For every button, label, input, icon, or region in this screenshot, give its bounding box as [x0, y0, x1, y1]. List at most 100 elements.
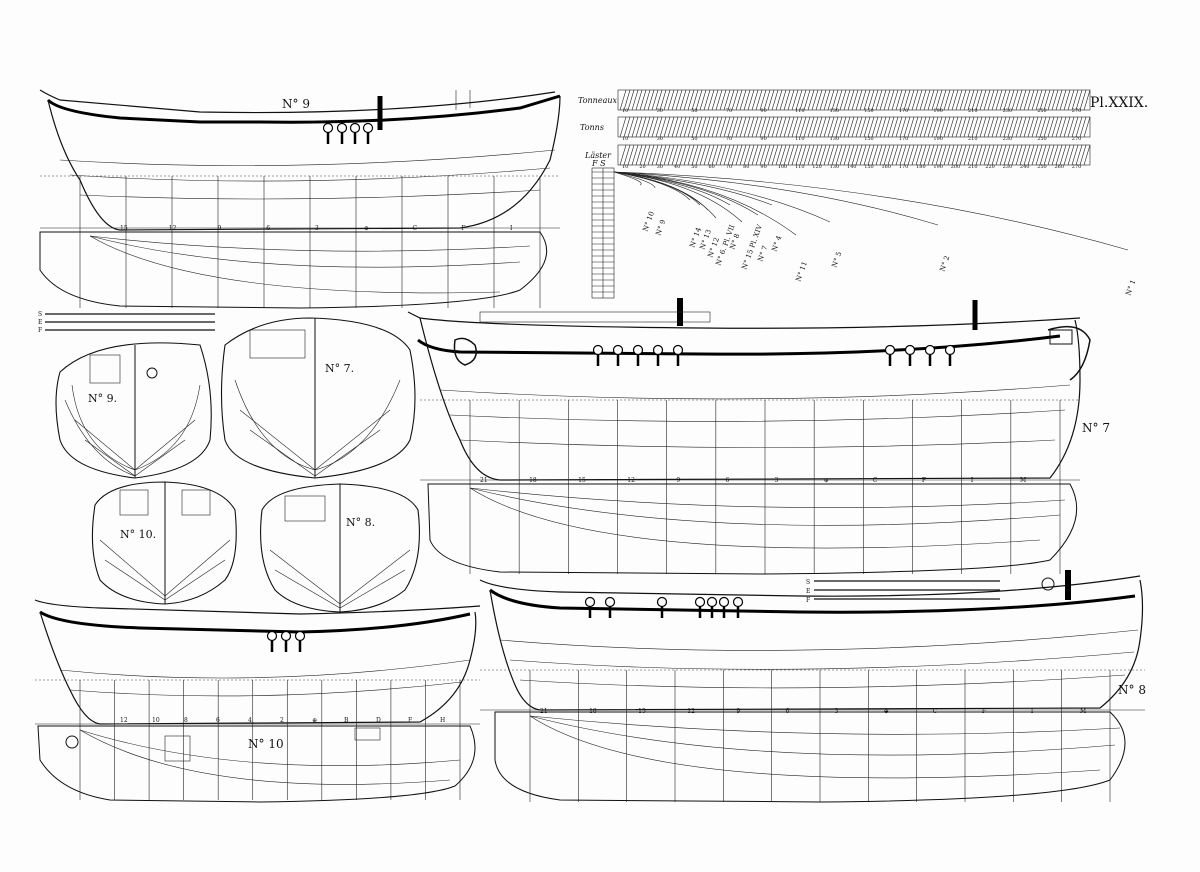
- hatch-line: [967, 144, 975, 166]
- hatch-line: [691, 144, 699, 166]
- hatch-line: [1055, 89, 1063, 111]
- hatch-line: [731, 89, 739, 111]
- hatch-line: [727, 144, 735, 166]
- hatch-line: [1011, 89, 1019, 111]
- scale-number: 240: [1020, 164, 1030, 170]
- hatch-line: [779, 144, 787, 166]
- hatch-line: [735, 116, 743, 138]
- gun-port-icon: [584, 596, 596, 608]
- scale-hatching: [619, 89, 1091, 166]
- hatch-line: [867, 144, 875, 166]
- station-number: 12: [169, 225, 177, 232]
- hatch-line: [987, 89, 995, 111]
- hatch-line: [783, 144, 791, 166]
- hatch-line: [1075, 116, 1083, 138]
- hatch-line: [795, 144, 803, 166]
- curve-label-n2: N° 2: [938, 255, 951, 273]
- hatch-line: [1071, 116, 1079, 138]
- station-number: F: [982, 708, 986, 715]
- hatch-line: [699, 116, 707, 138]
- hatch-line: [1043, 89, 1051, 111]
- scale-number: 260: [1055, 164, 1065, 170]
- hatch-line: [831, 89, 839, 111]
- hatch-line: [1083, 116, 1091, 138]
- gun-port-icon: [924, 344, 936, 356]
- hatch-line: [619, 116, 627, 138]
- scale-number: 110: [795, 136, 805, 142]
- hatch-line: [751, 116, 759, 138]
- hatch-line: [735, 144, 743, 166]
- hatch-line: [899, 89, 907, 111]
- ship-n8-wale: [489, 588, 1136, 614]
- hatch-line: [835, 116, 843, 138]
- scale-number: 190: [933, 164, 943, 170]
- hatch-line: [647, 116, 655, 138]
- hatch-line: [903, 144, 911, 166]
- hatch-line: [859, 89, 867, 111]
- hatch-line: [759, 89, 767, 111]
- hatch-line: [783, 89, 791, 111]
- hatch-line: [819, 144, 827, 166]
- hatch-line: [1035, 89, 1043, 111]
- hatch-line: [883, 116, 891, 138]
- ship-n9-label: N° 9: [282, 97, 310, 111]
- hatch-line: [695, 144, 703, 166]
- fan-curve: [613, 171, 656, 189]
- hatch-line: [771, 116, 779, 138]
- hatch-line: [659, 89, 667, 111]
- hatch-line: [1007, 144, 1015, 166]
- hatch-line: [643, 116, 651, 138]
- hatch-line: [779, 116, 787, 138]
- station-number: D: [376, 717, 381, 724]
- hatch-line: [775, 116, 783, 138]
- hatch-line: [823, 89, 831, 111]
- hatch-line: [623, 116, 631, 138]
- hatch-line: [771, 144, 779, 166]
- hatch-line: [915, 89, 923, 111]
- hatch-line: [711, 116, 719, 138]
- rod-letter-e: E: [38, 319, 42, 326]
- hatch-line: [927, 144, 935, 166]
- ship-n10-label: N° 10: [248, 737, 284, 751]
- hatch-line: [1019, 144, 1027, 166]
- hatch-line: [875, 144, 883, 166]
- scale-number: 50: [691, 136, 697, 142]
- hatch-line: [775, 89, 783, 111]
- hatch-line: [843, 116, 851, 138]
- gun-port-icon: [718, 596, 730, 608]
- hatch-line: [823, 116, 831, 138]
- hatch-line: [711, 89, 719, 111]
- hatch-line: [931, 89, 939, 111]
- hatch-line: [935, 116, 943, 138]
- station-number: 2: [280, 717, 284, 724]
- gun-port-icon: [706, 596, 718, 608]
- station-number: 12: [627, 477, 635, 484]
- hatch-line: [1059, 116, 1067, 138]
- hatch-line: [1031, 89, 1039, 111]
- hatch-line: [623, 144, 631, 166]
- gun-port-icon: [672, 344, 684, 356]
- hatch-line: [887, 116, 895, 138]
- hatch-line: [979, 144, 987, 166]
- hatch-line: [639, 89, 647, 111]
- hatch-line: [1023, 116, 1031, 138]
- hatch-line: [795, 89, 803, 111]
- hatch-line: [979, 116, 987, 138]
- hatch-line: [995, 116, 1003, 138]
- hatch-line: [1003, 89, 1011, 111]
- ship-n8-half-breadth: [494, 711, 1126, 803]
- hatch-line: [667, 144, 675, 166]
- hatch-line: [951, 89, 959, 111]
- hatch-line: [959, 116, 967, 138]
- hatch-line: [1015, 116, 1023, 138]
- hatch-line: [655, 89, 663, 111]
- hatch-line: [943, 144, 951, 166]
- hatch-line: [747, 116, 755, 138]
- hatch-line: [651, 116, 659, 138]
- ship-n7-label: N° 7: [1082, 421, 1110, 435]
- hatch-line: [919, 144, 927, 166]
- station-number: 15: [120, 225, 128, 232]
- scale-number: 230: [1003, 164, 1013, 170]
- scale-number: 190: [933, 108, 943, 114]
